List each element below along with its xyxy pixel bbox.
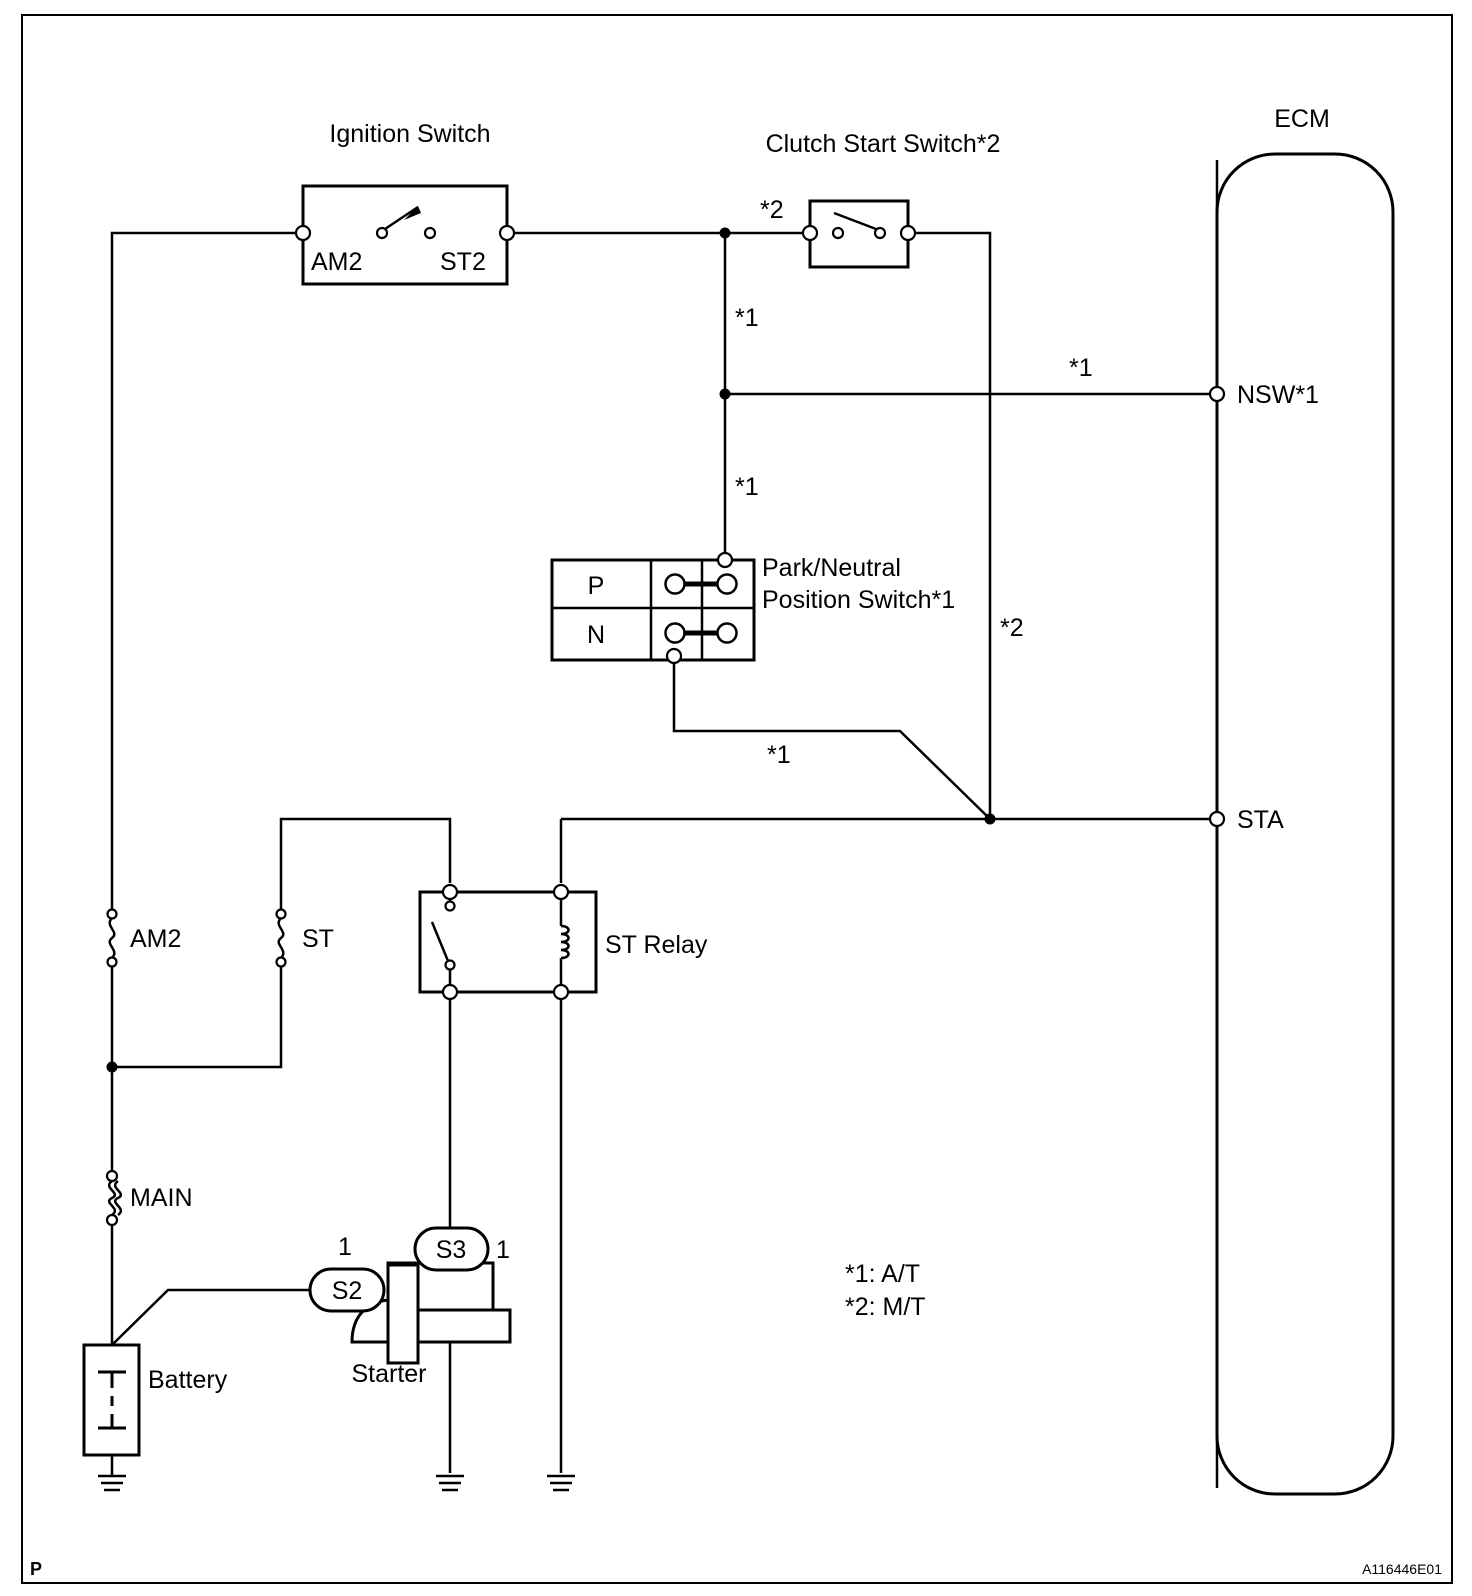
pnp-label-line1: Park/Neutral xyxy=(762,554,901,582)
fuse-am2-label: AM2 xyxy=(130,925,181,953)
legend-line-2: *2: M/T xyxy=(845,1293,926,1321)
fuse-main-label: MAIN xyxy=(130,1184,193,1212)
ignition-term-am2: AM2 xyxy=(311,248,362,276)
starter-s3-label: S3 xyxy=(436,1236,467,1264)
fuse-st xyxy=(275,908,287,968)
note-at-vertical-lower: *1 xyxy=(735,473,759,501)
wire-st-fuse-junction xyxy=(112,962,283,1069)
starter-label: Starter xyxy=(351,1360,426,1388)
clutch-start-switch xyxy=(801,199,917,269)
note-at-diagonal: *1 xyxy=(767,741,791,769)
wire-pnp-to-sta xyxy=(672,656,991,820)
ecm-nsw-label: NSW*1 xyxy=(1237,381,1319,409)
junction-dot xyxy=(984,813,996,825)
starter-s2-label: S2 xyxy=(332,1277,363,1305)
diagram-code: A116446E01 xyxy=(1362,1561,1442,1577)
ground-symbol-relay xyxy=(547,1474,575,1492)
diagram-frame xyxy=(21,14,1453,1584)
starter-terminal-s3 xyxy=(413,1226,490,1272)
ecm-sta-terminal xyxy=(1208,810,1226,828)
legend-line-1: *1: A/T xyxy=(845,1260,920,1288)
ecm-nsw-terminal xyxy=(1208,385,1226,403)
wire-clutch-to-sta xyxy=(906,231,992,819)
pnp-row-n: N xyxy=(587,621,605,649)
note-at-vertical-upper: *1 xyxy=(735,304,759,332)
fuse-st-label: ST xyxy=(302,925,334,953)
ecm-label: ECM xyxy=(1274,105,1330,133)
junction-dot xyxy=(719,227,731,239)
junction-dot xyxy=(106,1061,118,1073)
ground-symbol-battery xyxy=(98,1455,126,1492)
fuse-am2 xyxy=(106,908,118,968)
wire-am2-to-ignition xyxy=(110,231,296,914)
corner-mark: P xyxy=(30,1559,42,1579)
st-relay-label: ST Relay xyxy=(605,931,708,959)
clutch-switch-tag: *2 xyxy=(760,196,784,224)
battery-label: Battery xyxy=(148,1366,228,1394)
ignition-switch-label: Ignition Switch xyxy=(329,120,490,148)
st-relay xyxy=(418,883,598,1001)
ecm-sta-label: STA xyxy=(1237,806,1284,834)
starter-terminal-s2 xyxy=(308,1267,386,1313)
pnp-label-line2: Position Switch*1 xyxy=(762,586,955,614)
starter-s3-pin: 1 xyxy=(496,1236,510,1264)
fuse-main xyxy=(105,1169,123,1227)
clutch-switch-label: Clutch Start Switch*2 xyxy=(766,130,1001,158)
park-neutral-switch xyxy=(550,551,756,665)
note-at-nsw-line: *1 xyxy=(1069,354,1093,382)
wire-battery-to-s2 xyxy=(111,1288,310,1346)
note-mt-vertical: *2 xyxy=(1000,614,1024,642)
wire-st-fuse-to-relay xyxy=(279,817,452,914)
pnp-row-p: P xyxy=(588,572,605,600)
ignition-switch xyxy=(294,184,516,286)
ignition-term-st2: ST2 xyxy=(440,248,486,276)
ground-symbol-starter xyxy=(436,1474,464,1492)
junction-dot xyxy=(719,388,731,400)
starter-s2-pin: 1 xyxy=(338,1233,352,1261)
battery xyxy=(82,1343,141,1457)
